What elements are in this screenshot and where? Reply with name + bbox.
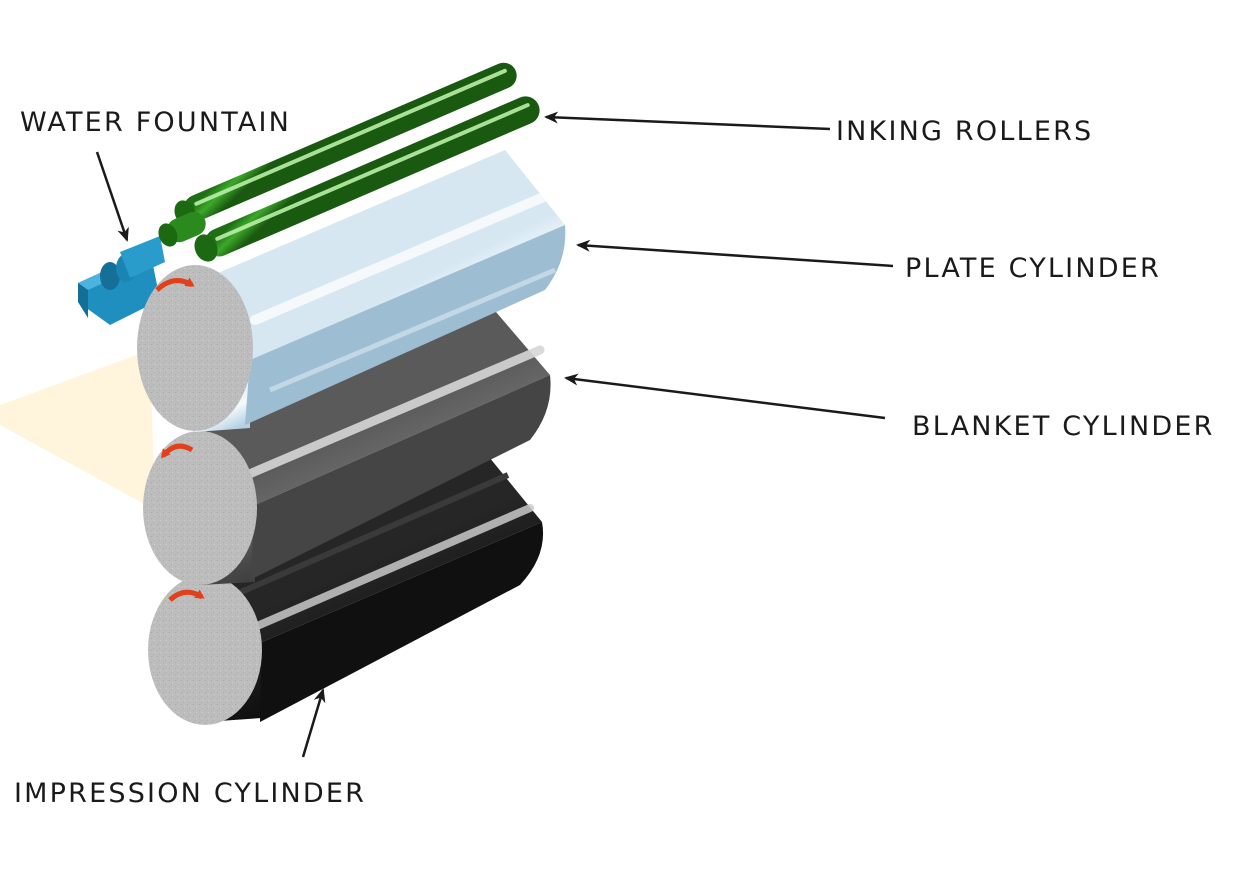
inking-roller [158, 211, 206, 247]
inking-rollers [158, 62, 540, 262]
impression-cylinder-label: IMPRESSION CYLINDER [14, 778, 366, 809]
impression-cylinder [148, 452, 544, 725]
plate-cylinder-label: PLATE CYLINDER [905, 253, 1161, 284]
pointer-arrow-icon [544, 111, 831, 131]
plate-cylinder-end [137, 265, 253, 431]
plate-cylinder [137, 150, 566, 432]
inking-roller [194, 96, 540, 262]
paper-sheet [0, 350, 155, 510]
blanket-cylinder-end [143, 431, 257, 585]
pointer-arrow-icon [301, 688, 326, 758]
blanket-cylinder [143, 305, 551, 585]
inking-rollers-label: INKING ROLLERS [836, 116, 1093, 147]
water-fountain [78, 236, 165, 325]
pointer-arrow-icon [576, 239, 894, 268]
pointer-arrow-icon [95, 151, 129, 242]
impression-cylinder-end [148, 575, 262, 725]
blanket-cylinder-label: BLANKET CYLINDER [912, 411, 1215, 442]
rotation-arrow-icon [155, 277, 195, 292]
rotation-arrow-icon [168, 589, 205, 602]
water-fountain-label: WATER FOUNTAIN [20, 107, 291, 138]
pointer-arrow-icon [564, 373, 886, 420]
rotation-arrow-icon [161, 443, 194, 459]
